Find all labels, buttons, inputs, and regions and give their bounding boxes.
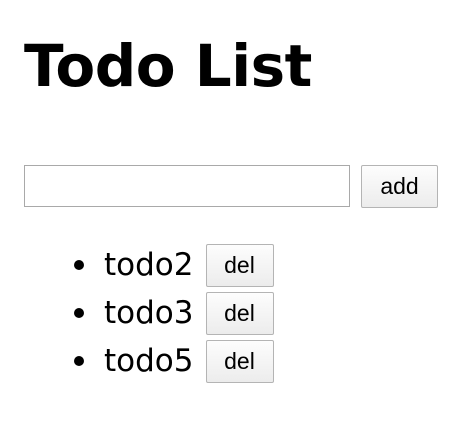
todo-item: todo3 del [74,289,274,337]
add-button[interactable]: add [361,165,438,208]
delete-button[interactable]: del [205,243,274,287]
todo-text: todo2 [104,247,194,283]
bullet-icon [74,308,84,318]
bullet-icon [74,260,84,270]
todo-text: todo3 [104,295,194,331]
bullet-icon [74,356,84,366]
todo-item: todo2 del [74,241,274,289]
todo-item: todo5 del [74,337,274,385]
todo-text: todo5 [104,343,194,379]
page-title: Todo List [24,32,312,100]
delete-button[interactable]: del [205,291,274,335]
delete-button[interactable]: del [205,339,274,383]
todo-list: todo2 del todo3 del todo5 del [74,241,274,385]
add-todo-form: add [24,165,438,209]
todo-input[interactable] [24,165,350,207]
